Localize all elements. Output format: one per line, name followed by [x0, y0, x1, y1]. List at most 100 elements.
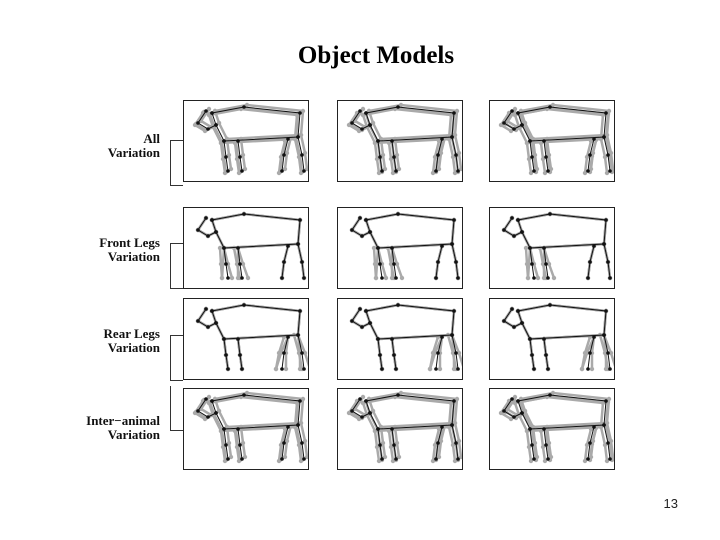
mean-model-joint — [358, 307, 362, 311]
variation-body-line — [517, 303, 608, 341]
variation-joint — [282, 454, 288, 460]
variation-joint — [302, 150, 308, 156]
mean-model-joint — [604, 309, 608, 313]
model-panel-all-2 — [337, 100, 463, 182]
mean-model-joint — [434, 276, 438, 280]
bracket-front-legs — [170, 243, 183, 289]
variation-joint — [394, 152, 400, 158]
mean-model-joint — [606, 351, 610, 355]
variation-joint — [458, 166, 462, 172]
variation-joint — [296, 350, 302, 356]
mean-model-joint — [364, 309, 368, 313]
variation-joint — [284, 438, 290, 444]
variation-joint — [427, 366, 433, 372]
mean-model-joint — [214, 230, 218, 234]
mean-model-joint — [454, 441, 458, 445]
variation-joint — [283, 366, 289, 372]
model-panel-front-1 — [183, 207, 309, 289]
variation-joint — [508, 416, 514, 422]
variation-joint — [360, 394, 366, 400]
mean-model-joint — [224, 353, 228, 357]
mean-model-joint — [588, 153, 592, 157]
mean-model-joint — [378, 262, 382, 266]
mean-model-joint — [196, 409, 200, 413]
variation-joint — [219, 275, 225, 281]
mean-model-joint — [298, 218, 302, 222]
mean-model-joint — [296, 333, 300, 337]
mean-model-joint — [392, 443, 396, 447]
animal-model-figure — [349, 302, 462, 372]
mean-model-joint — [440, 335, 444, 339]
mean-model-joint — [520, 123, 524, 127]
mean-model-joint — [394, 169, 398, 173]
mean-model-joint — [602, 423, 606, 427]
variation-joint — [224, 424, 230, 430]
mean-model-joint — [280, 276, 284, 280]
variation-joint — [226, 152, 232, 158]
mean-model-body-line — [211, 106, 301, 142]
variation-joint — [383, 275, 389, 281]
mean-model-joint — [392, 353, 396, 357]
animal-model-figure — [195, 302, 308, 372]
mean-model-joint — [368, 411, 372, 415]
animal-model-figure — [192, 390, 308, 464]
animal-model-figure — [346, 390, 462, 464]
model-panel-front-2 — [337, 207, 463, 289]
mean-model-body-line — [517, 213, 607, 249]
mean-model-joint — [548, 393, 552, 397]
mean-model-joint — [350, 228, 354, 232]
variation-joint — [378, 424, 384, 430]
variation-joint — [242, 166, 248, 172]
mean-model-joint — [224, 262, 228, 266]
variation-joint — [224, 136, 230, 142]
mean-model-joint — [204, 397, 208, 401]
mean-model-joint — [282, 441, 286, 445]
mean-model-joint — [350, 409, 354, 413]
mean-model-joint — [390, 139, 394, 143]
mean-model-joint — [350, 121, 354, 125]
mean-model-joint — [376, 246, 380, 250]
mean-model-joint — [512, 234, 516, 238]
mean-model-joint — [604, 111, 608, 115]
mean-model-joint — [282, 260, 286, 264]
animal-model-figure — [498, 102, 614, 176]
variation-joint — [540, 444, 546, 450]
mean-model-joint — [236, 337, 240, 341]
mean-model-joint — [456, 169, 460, 173]
variation-joint — [240, 152, 246, 158]
mean-model-joint — [242, 212, 246, 216]
variation-joint — [540, 261, 546, 267]
variation-joint — [456, 150, 462, 156]
variation-joint — [524, 261, 530, 267]
mean-model-body-line — [517, 394, 607, 430]
variation-joint — [245, 275, 251, 281]
variation-joint — [604, 458, 610, 464]
mean-model-body-line — [517, 106, 607, 142]
mean-model-joint — [210, 309, 214, 313]
mean-model-joint — [586, 276, 590, 280]
mean-model-joint — [602, 135, 606, 139]
mean-model-body-line — [211, 394, 301, 430]
mean-model-joint — [206, 415, 210, 419]
model-panel-rear-2 — [337, 298, 463, 380]
variation-joint — [273, 366, 279, 372]
mean-model-joint — [456, 367, 460, 371]
mean-model-joint — [588, 441, 592, 445]
variation-joint — [298, 132, 304, 138]
row-label-inter-animal: Inter−animal Variation — [86, 413, 160, 442]
mean-model-joint — [528, 427, 532, 431]
variation-joint — [498, 410, 504, 416]
mean-model-joint — [452, 399, 456, 403]
variation-joint — [542, 458, 548, 464]
variation-joint — [370, 120, 376, 126]
mean-model-joint — [592, 335, 596, 339]
variation-joint — [242, 454, 248, 460]
mean-model-joint — [502, 409, 506, 413]
variation-joint — [388, 261, 394, 267]
variation-joint — [302, 350, 308, 356]
mean-model-joint — [392, 155, 396, 159]
variation-joint — [371, 245, 377, 251]
animal-model-figure — [501, 302, 614, 372]
model-panel-front-3 — [489, 207, 615, 289]
mean-model-joint — [394, 457, 398, 461]
